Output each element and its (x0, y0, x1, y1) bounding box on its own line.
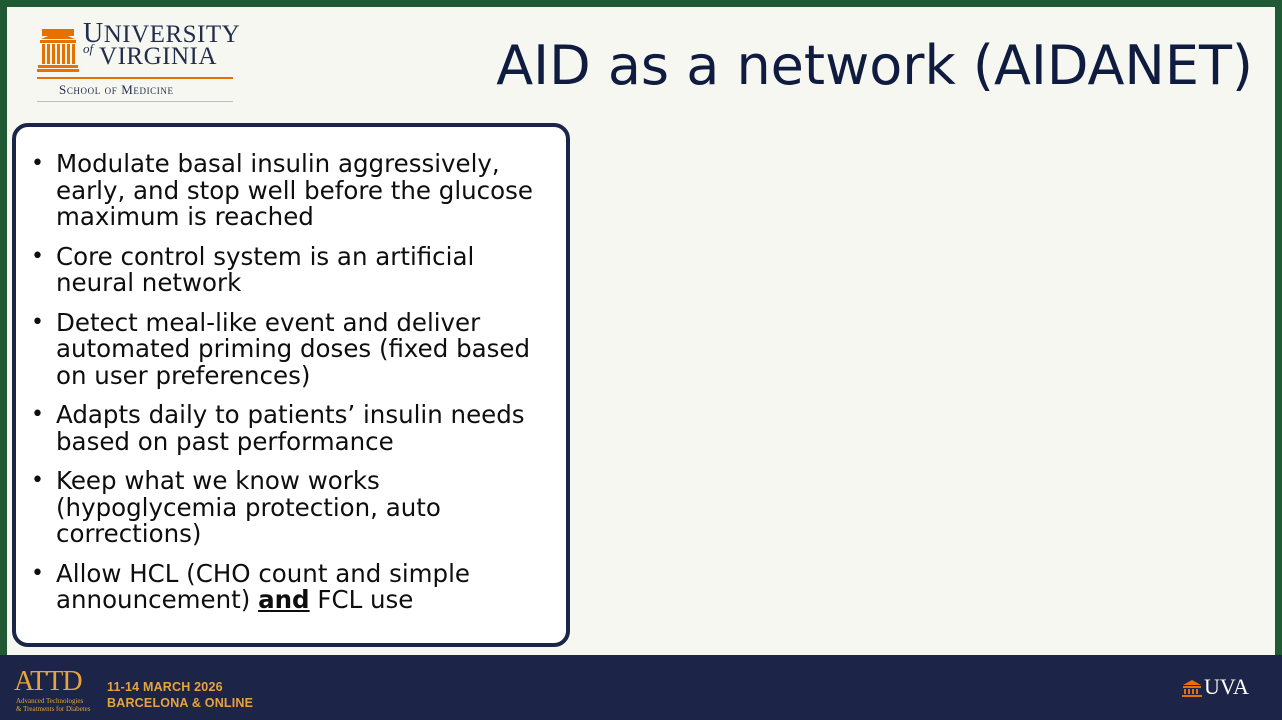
bullet-item: Core control system is an artificial neu… (30, 243, 552, 297)
bullet-text: Allow HCL (CHO count and simple announce… (56, 558, 470, 614)
bullet-item: Modulate basal insulin aggressively, ear… (30, 150, 552, 231)
attd-subtitle-line: & Treatments for Diabetes (16, 705, 91, 713)
attd-logo: ATTD Advanced Technologies & Treatments … (14, 666, 104, 714)
logo-divider (37, 77, 233, 79)
attd-subtitle: Advanced Technologies & Treatments for D… (16, 697, 90, 713)
event-location: BARCELONA & ONLINE (107, 696, 254, 710)
bullet-emphasis: and (258, 585, 310, 614)
uva-school-of-medicine-logo: UNIVERSITY of VIRGINIA School of Medicin… (35, 19, 240, 102)
bullet-panel: Modulate basal insulin aggressively, ear… (12, 123, 570, 647)
logo-underline (37, 101, 233, 102)
bullet-text: FCL use (309, 585, 414, 614)
university-wordmark: UNIVERSITY (83, 18, 241, 49)
virginia-wordmark: VIRGINIA (99, 43, 217, 70)
attd-wordmark: ATTD (14, 666, 83, 697)
bullet-item: Keep what we know works (hypoglycemia pr… (30, 467, 552, 548)
of-wordmark: of (83, 41, 94, 56)
bullet-list: Modulate basal insulin aggressively, ear… (16, 127, 566, 614)
uva-footer-logo: UVA (1182, 675, 1252, 699)
uva-footer-label: UVA (1204, 674, 1249, 699)
footer-bar: ATTD Advanced Technologies & Treatments … (0, 655, 1282, 720)
event-date: 11-14 MARCH 2026 (107, 680, 223, 694)
school-of-medicine-label: School of Medicine (59, 82, 174, 97)
rotunda-icon (37, 29, 79, 72)
rotunda-icon (1182, 680, 1202, 697)
slide-title: AID as a network (AIDANET) (496, 34, 1253, 97)
bullet-item: Detect meal-like event and deliver autom… (30, 309, 552, 390)
attd-subtitle-line: Advanced Technologies (16, 697, 84, 705)
bullet-item: Allow HCL (CHO count and simple announce… (30, 558, 552, 614)
bullet-item: Adapts daily to patients’ insulin needs … (30, 401, 552, 455)
slide-canvas: UNIVERSITY of VIRGINIA School of Medicin… (7, 7, 1275, 655)
